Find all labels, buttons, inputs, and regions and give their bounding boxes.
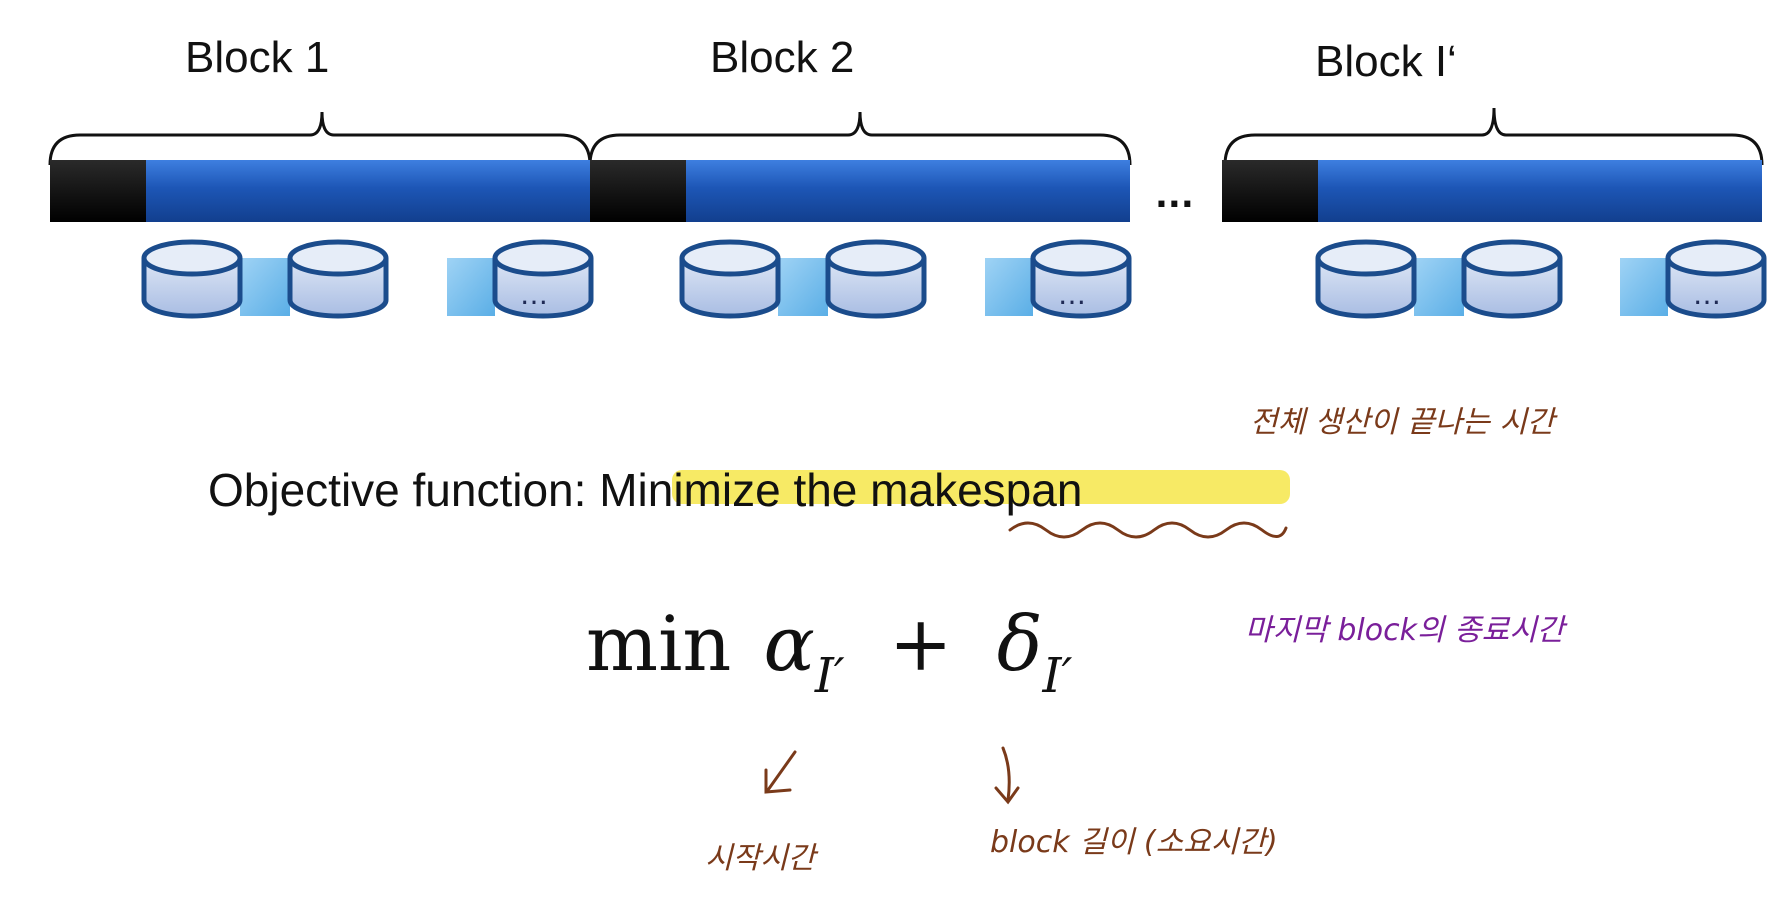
formula-delta-subscript: I′: [1041, 648, 1072, 704]
block-2-label: Block 2: [710, 33, 854, 82]
brace-block-last: [1223, 107, 1764, 166]
job-cylinder: [1315, 239, 1417, 319]
job-cylinder: [141, 239, 243, 319]
job-connector: [240, 258, 290, 316]
jobs-block-2: [679, 239, 1132, 319]
formula-delta: δ: [997, 599, 1043, 688]
job-cylinder: [1665, 239, 1767, 319]
processing-segment: [146, 160, 590, 222]
formula-alpha-subscript: I′: [814, 648, 845, 704]
alpha-annotation: 시작시간: [705, 841, 819, 876]
objective-text: Objective function: Minimize the makespa…: [208, 464, 1082, 516]
setup-segment: [50, 160, 146, 222]
jobs-block-last: [1315, 239, 1767, 319]
job-cylinder: [492, 239, 594, 319]
formula-plus: +: [889, 599, 953, 688]
makespan-annotation: 전체 생산이 끝나는 시간: [1250, 405, 1558, 440]
job-cylinder: [825, 239, 927, 319]
job-connector: [1620, 258, 1668, 316]
jobs-block-1: [141, 239, 594, 319]
cylinder-ellipsis: …: [1058, 278, 1086, 311]
delta-annotation: block 길이 (소요시간): [990, 825, 1278, 860]
job-connector: [985, 258, 1033, 316]
wavy-underline: [1008, 521, 1288, 539]
job-cylinder: [1030, 239, 1132, 319]
job-cylinder: [679, 239, 781, 319]
brace-block-1: [48, 111, 592, 166]
last-block-annotation: 마지막 block의 종료시간: [1245, 613, 1568, 648]
cylinder-ellipsis: …: [1693, 278, 1721, 311]
objective-highlighted: Minimize the makespa: [599, 464, 1057, 516]
setup-segment: [590, 160, 686, 222]
block-1-label: Block 1: [185, 33, 329, 82]
formula-alpha: α: [764, 599, 815, 688]
highlight-marker: [672, 470, 1290, 504]
cylinder-ellipsis: …: [520, 278, 548, 311]
delta-arrow: [994, 746, 1020, 805]
brace-block-2: [588, 111, 1132, 166]
block-last-bar: [1222, 160, 1762, 222]
processing-segment: [686, 160, 1130, 222]
block-last-label: Block I‘: [1315, 37, 1457, 86]
objective-prefix: Objective function:: [208, 464, 599, 516]
block-2-bar: [590, 160, 1130, 222]
setup-segment: [1222, 160, 1318, 222]
job-connector: [1414, 258, 1464, 316]
blocks-ellipsis: ...: [1155, 176, 1194, 216]
block-1-bar: [50, 160, 590, 222]
formula-min: min: [586, 599, 731, 688]
job-connector: [778, 258, 828, 316]
job-cylinder: [1461, 239, 1563, 319]
alpha-arrow: [764, 750, 797, 794]
objective-suffix: n: [1057, 464, 1083, 516]
formula: min αI′ + δI′: [586, 599, 1072, 710]
processing-segment: [1318, 160, 1762, 222]
job-cylinder: [287, 239, 389, 319]
job-connector: [447, 258, 495, 316]
